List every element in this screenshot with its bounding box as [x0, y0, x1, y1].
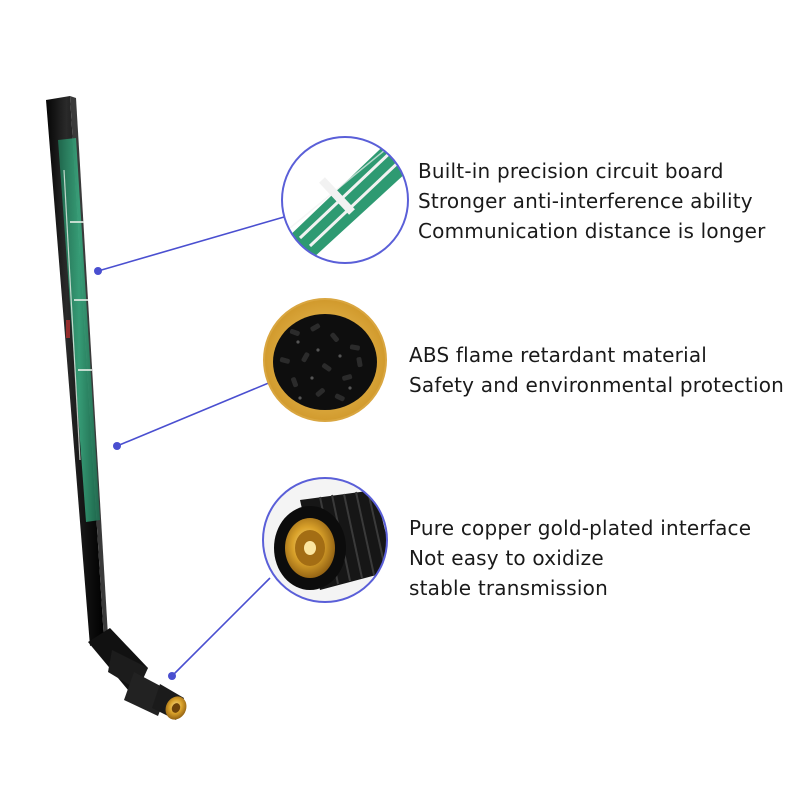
callout-lines [97, 216, 285, 677]
feature-abs-material: ABS flame retardant material Safety and … [409, 340, 784, 400]
feature-line: Not easy to oxidize [409, 546, 604, 570]
feature-line: Pure copper gold-plated interface [409, 516, 752, 540]
abs-pellets-detail [263, 298, 387, 422]
feature-gold-plated-interface: Pure copper gold-plated interface Not ea… [409, 513, 751, 603]
feature-line: Safety and environmental protection [409, 373, 785, 397]
feature-line: Communication distance is longer [418, 219, 766, 243]
antenna-connector [124, 672, 187, 720]
feature-line: Built-in precision circuit board [418, 159, 724, 183]
feature-line: stable transmission [409, 576, 608, 600]
circuit-board-detail [281, 136, 409, 264]
callout-dots [94, 267, 176, 680]
feature-circuit-board: Built-in precision circuit board Stronge… [418, 156, 766, 246]
feature-line: Stronger anti-interference ability [418, 189, 753, 213]
sma-connector-detail [262, 477, 388, 603]
feature-line: ABS flame retardant material [409, 343, 708, 367]
antenna-body [46, 96, 108, 646]
